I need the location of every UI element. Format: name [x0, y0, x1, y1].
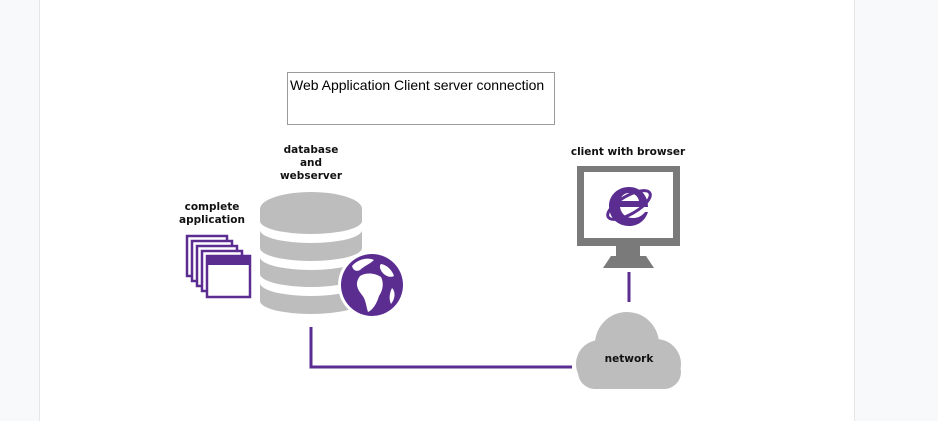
- diagram-title-box: Web Application Client server connection: [287, 72, 555, 125]
- server-network-connector: [309, 327, 572, 369]
- client-label: client with browser: [571, 146, 686, 158]
- diagram-title: Web Application Client server connection: [290, 77, 545, 93]
- application-label-line2: application: [179, 214, 245, 226]
- app-windows-icon: [185, 234, 252, 299]
- browser-e-icon: [606, 187, 652, 226]
- database-label-line2: and: [300, 157, 322, 169]
- database-label-line1: database: [284, 144, 339, 156]
- globe-icon: [338, 251, 406, 319]
- document-page: [39, 0, 855, 421]
- cloud-icon: [576, 312, 681, 389]
- application-label-line1: complete: [185, 201, 240, 213]
- database-icon: [260, 192, 362, 314]
- network-label: network: [605, 353, 655, 365]
- database-label-line3: webserver: [280, 170, 343, 182]
